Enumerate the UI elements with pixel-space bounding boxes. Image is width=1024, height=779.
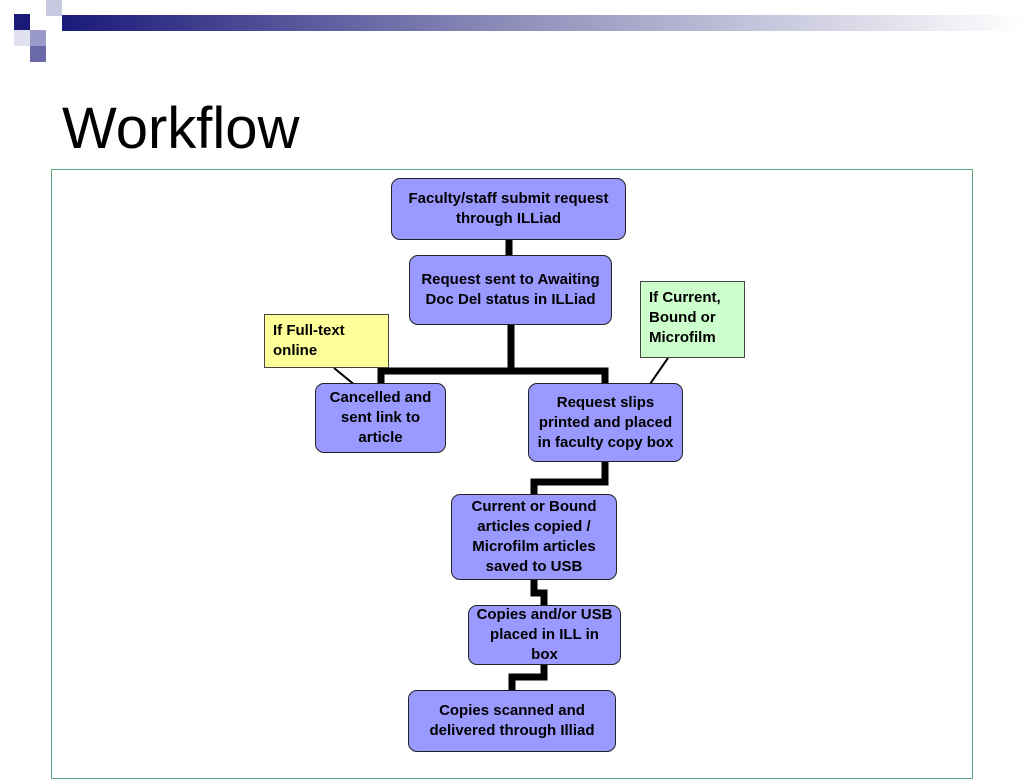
node-submit-request-label: Faculty/staff submit request through ILL… — [408, 190, 609, 227]
node-articles-copied: Current or Bound articles copied / Micro… — [451, 494, 617, 580]
node-request-slips-printed-label: Request slips printed and placed in facu… — [537, 393, 674, 451]
connector-copied-placed — [530, 580, 548, 605]
node-copies-placed-in-box: Copies and/or USB placed in ILL in box — [468, 605, 621, 665]
connector-slips-copied — [530, 462, 609, 494]
node-request-slips-printed: Request slips printed and placed in facu… — [528, 383, 683, 462]
header-square-light — [46, 0, 62, 16]
note-current-bound-microfilm: If Current, Bound or Microfilm — [640, 281, 745, 358]
node-cancelled-link-sent-label: Cancelled and sent link to article — [329, 389, 432, 446]
callout-line-current — [649, 357, 669, 385]
header-decoration — [14, 0, 1024, 62]
node-cancelled-link-sent: Cancelled and sent link to article — [315, 383, 446, 453]
connector-branch-cancelled — [377, 367, 511, 383]
node-copies-scanned-delivered: Copies scanned and delivered through Ill… — [408, 690, 616, 752]
header-square-pale — [14, 30, 30, 46]
header-square-mid — [30, 30, 46, 46]
header-square-dark — [14, 14, 30, 30]
node-submit-request: Faculty/staff submit request through ILL… — [391, 178, 626, 240]
node-awaiting-doc-del-label: Request sent to Awaiting Doc Del status … — [421, 271, 600, 308]
note-full-text-online: If Full-text online — [264, 314, 389, 368]
slide-title: Workflow — [62, 96, 300, 161]
node-copies-scanned-delivered-label: Copies scanned and delivered through Ill… — [429, 702, 595, 739]
header-square-small — [30, 46, 46, 62]
note-full-text-online-label: If Full-text online — [273, 322, 345, 359]
node-copies-placed-in-box-label: Copies and/or USB placed in ILL in box — [476, 606, 613, 663]
header-gradient-bar — [62, 15, 1024, 31]
note-current-bound-microfilm-label: If Current, Bound or Microfilm — [649, 289, 721, 346]
node-awaiting-doc-del: Request sent to Awaiting Doc Del status … — [409, 255, 612, 325]
connector-placed-delivered — [508, 665, 548, 690]
connector-branch-slips — [511, 367, 609, 383]
node-articles-copied-label: Current or Bound articles copied / Micro… — [471, 498, 597, 575]
